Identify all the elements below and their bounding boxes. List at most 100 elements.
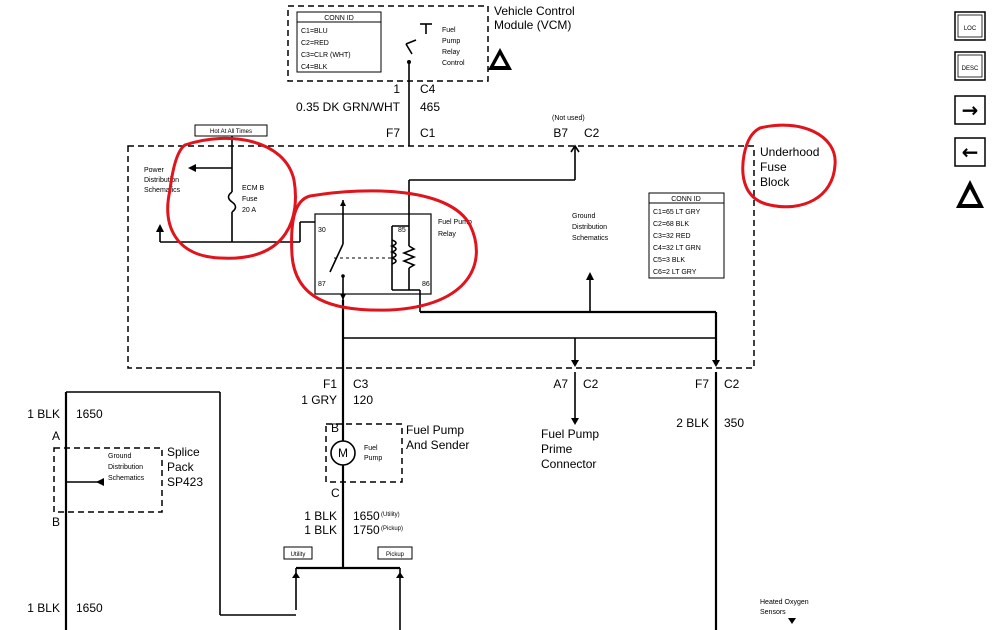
desc-label: DESC [962,66,979,72]
fuel-pump-and-sender: Fuel Pump And Sender B M Fuel Pump [325,421,469,483]
vcm-conn-line: C3=CLR (WHT) [301,52,351,59]
hot-at-all-times: Hot At All Times [210,129,252,135]
power-dist-label: Schematics [144,187,181,194]
wire-465-circuit: 465 [420,100,440,114]
conn-c2-b: C2 [724,377,740,391]
fuse-block-pin-f7: F7 [386,126,400,140]
loc-label: LOC [964,26,977,32]
splice-label: Splice [167,445,200,459]
wire-120-gauge: 1 GRY [301,393,337,407]
prime-connector: Prime [541,442,573,456]
arrow-right-icon: → [962,98,979,122]
fuse-block-conn-line: C1=65 LT GRY [653,209,701,216]
left-ground-dist: Schematics [108,475,145,482]
pickup-label: Pickup [386,552,405,558]
relay-pin-30: 30 [318,227,326,234]
arrow-left-icon: ← [962,140,979,164]
left-ground-dist: Distribution [108,464,143,471]
fuse-block-conn-line: C2=68 BLK [653,221,689,228]
left-ground-dist: Ground [108,453,131,460]
pump-label: Fuel Pump [406,423,464,437]
left-wire-top-gauge: 1 BLK [27,407,60,421]
splice-label: Pack [167,460,195,474]
utility-label: Utility [291,552,306,558]
fuse-block-conn-line: C3=32 RED [653,233,691,240]
motor-symbol: M [338,446,348,460]
esd-button[interactable] [956,180,984,208]
vcm-relay-control-label: Fuel [442,27,456,34]
heated-o2-label: Sensors [760,609,786,616]
fuse-block-conn-c1: C1 [420,126,436,140]
pin-c-pump: C [331,486,340,500]
heated-o2-label: Heated Oxygen [760,599,809,606]
fuse-label: ECM B [242,185,265,192]
fuse-block-name: Block [760,175,790,189]
vcm-relay-control-label: Pump [442,38,460,45]
prime-connector: Fuel Pump [541,427,599,441]
vcm-conn: C4 [420,82,436,96]
vcm-name: Vehicle Control [494,4,575,18]
splice-pack: Ground Distribution Schematics [53,447,163,513]
relay-name: Relay [438,231,456,238]
wire-120-circuit: 120 [353,393,373,407]
wire-350-gauge: 2 BLK [676,416,709,430]
wire-1750-circuit: 1750 [353,523,380,537]
loc-button[interactable]: LOC [954,11,986,41]
esd-warning-icon [488,48,512,70]
red-circle-fuse-block [741,123,837,209]
left-pin-b: B [52,515,60,529]
pin-a7: A7 [553,377,568,391]
relay-pin-86: 86 [422,281,430,288]
left-wire-top-circuit: 1650 [76,407,103,421]
conn-c2-a: C2 [583,377,599,391]
desc-button[interactable]: DESC [954,51,986,81]
red-circle-relay [290,189,478,312]
vcm-module: CONN ID C1=BLU C2=RED C3=CLR (WHT) C4=BL… [287,4,575,82]
power-dist-label: Distribution [144,177,179,184]
pin-b-pump: B [331,421,339,435]
vcm-name: Module (VCM) [494,18,571,32]
prev-button[interactable]: ← [954,137,986,167]
vcm-conn-line: C4=BLK [301,64,328,71]
fuse-block-conn-title: CONN ID [671,196,701,203]
pin-b7: B7 [553,126,568,140]
wire-465-gauge: 0.35 DK GRN/WHT [296,100,401,114]
fuse-label: 20 A [242,207,256,214]
conn-c3: C3 [353,377,369,391]
ground-dist-label: Ground [572,213,595,220]
wire-1650-utility-gauge: 1 BLK [304,509,337,523]
relay-name: Fuel Pump [438,219,472,226]
pin-f1: F1 [323,377,337,391]
vcm-conn-title: CONN ID [324,15,354,22]
fuse-block-conn-line: C4=32 LT GRN [653,245,701,252]
vcm-conn-line: C1=BLU [301,28,328,35]
pin-f7-lower: F7 [695,377,709,391]
not-used-label: (Not used) [552,115,585,122]
motor-label: Fuel [364,445,378,452]
relay-pin-85: 85 [398,227,406,234]
wire-1750-note: (Pickup) [381,526,403,532]
wire-1750-gauge: 1 BLK [304,523,337,537]
left-pin-a: A [52,429,60,443]
vcm-relay-control-label: Relay [442,49,460,56]
fuse-block-conn-line: C6=2 LT GRY [653,269,697,276]
motor-label: Pump [364,455,382,462]
relay-pin-87: 87 [318,281,326,288]
pump-label: And Sender [406,438,469,452]
wire-1650-utility-note: (Utility) [381,512,400,518]
ground-dist-label: Distribution [572,224,607,231]
power-dist-label: Power [144,167,165,174]
vcm-relay-control-label: Control [442,60,465,67]
fuse-block-name: Underhood [760,145,819,159]
wire-1650-utility-circuit: 1650 [353,509,380,523]
fuse-block-conn-line: C5=3 BLK [653,257,685,264]
fuse-block-name: Fuse [760,160,787,174]
conn-c2: C2 [584,126,600,140]
vcm-pin: 1 [393,82,400,96]
underhood-fuse-block: (Not used) B7 C2 Hot At All Times Power … [127,115,755,372]
splice-label: SP423 [167,475,203,489]
wire-350-circuit: 350 [724,416,744,430]
next-button[interactable]: → [954,95,986,125]
vcm-conn-line: C2=RED [301,40,329,47]
